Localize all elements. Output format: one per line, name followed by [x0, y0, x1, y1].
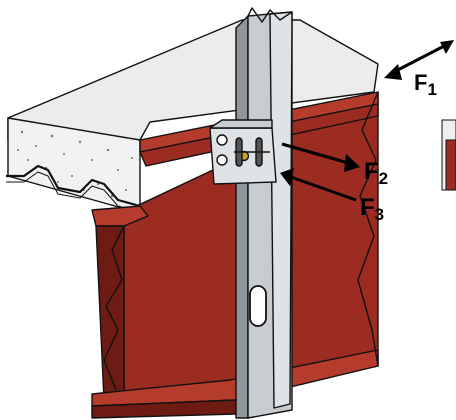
beam-flange-edge: [91, 205, 149, 227]
force-subscript: 2: [378, 169, 389, 188]
force-letter: F: [364, 158, 379, 185]
force-arrow-icon: [280, 40, 454, 202]
stud-side: [235, 15, 249, 419]
force-subscript: 3: [374, 205, 385, 224]
metal-deck: [6, 164, 149, 217]
stud-lip: [269, 11, 293, 409]
force-label-f1: F1: [414, 70, 437, 99]
force-label-f3: F3: [360, 194, 385, 224]
force-subscript: 1: [427, 80, 437, 99]
slot-hole-icon: [249, 285, 267, 327]
side-thumbnail: [441, 119, 456, 191]
bolt-icon: [216, 134, 270, 167]
concrete-texture: [17, 130, 133, 198]
force-letter: F: [414, 70, 428, 95]
force-letter: F: [360, 194, 375, 221]
force-label-f2: F2: [364, 158, 389, 188]
